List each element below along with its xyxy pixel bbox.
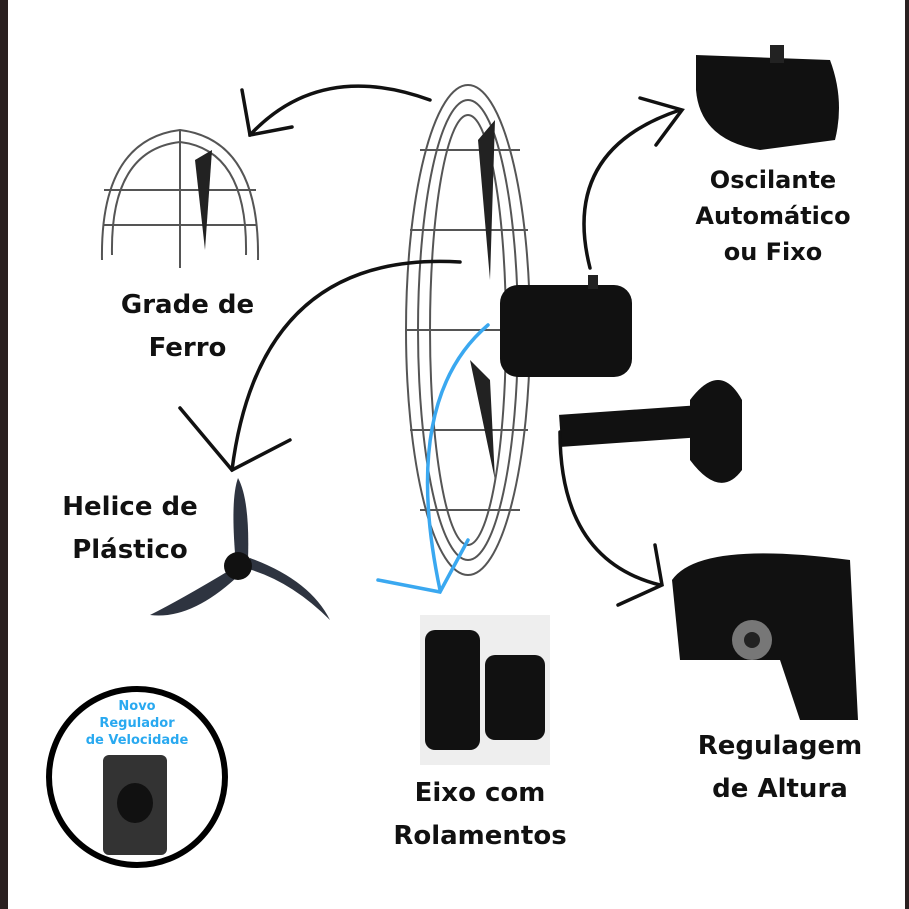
label-eixo-line1: Eixo com [414, 778, 546, 808]
speed-knob [117, 783, 153, 823]
arm [559, 405, 701, 447]
propeller [150, 478, 330, 620]
regulagem-detail [672, 553, 858, 720]
label-grade-line1: Grade de [120, 290, 255, 320]
arrow-helice [230, 259, 462, 472]
image-border-right [905, 0, 909, 909]
arrow-grade [248, 84, 432, 137]
motor-knob [588, 275, 598, 289]
label-oscilante-line1: Oscilante [709, 166, 837, 194]
arrow-regulagem [558, 430, 662, 587]
label-oscilante: Oscilante Automático ou Fixo [688, 162, 858, 270]
label-oscilante-line3: ou Fixo [723, 238, 823, 266]
eixo-detail [420, 615, 550, 765]
regulator-badge [46, 686, 228, 868]
label-grade-line2: Ferro [148, 333, 227, 363]
regulator-line3: de Velocidade [85, 733, 189, 748]
label-regulagem: Regulagem de Altura [685, 725, 875, 811]
label-grade: Grade de Ferro [100, 284, 275, 370]
speed-regulator [103, 755, 167, 855]
wall-mount [690, 380, 742, 483]
arrow-oscilante [582, 108, 682, 270]
regulator-caption: Novo Regulador de Velocidade [60, 698, 214, 749]
regulator-line1: Novo [118, 699, 156, 714]
regulator-line2: Regulador [99, 716, 175, 731]
image-border-left [0, 0, 8, 909]
label-helice: Helice de Plástico [50, 486, 210, 572]
label-regulagem-line1: Regulagem [697, 731, 863, 761]
label-oscilante-line2: Automático [695, 202, 851, 230]
fan-blade [470, 120, 495, 480]
fan-motor [500, 285, 632, 377]
grade-detail [100, 128, 260, 268]
label-eixo: Eixo com Rolamentos [380, 772, 580, 858]
label-helice-line2: Plástico [72, 535, 188, 565]
oscilante-detail [696, 55, 839, 150]
arrow-eixo [425, 323, 490, 592]
label-eixo-line2: Rolamentos [393, 821, 567, 851]
label-regulagem-line2: de Altura [712, 774, 848, 804]
label-helice-line1: Helice de [62, 492, 198, 522]
